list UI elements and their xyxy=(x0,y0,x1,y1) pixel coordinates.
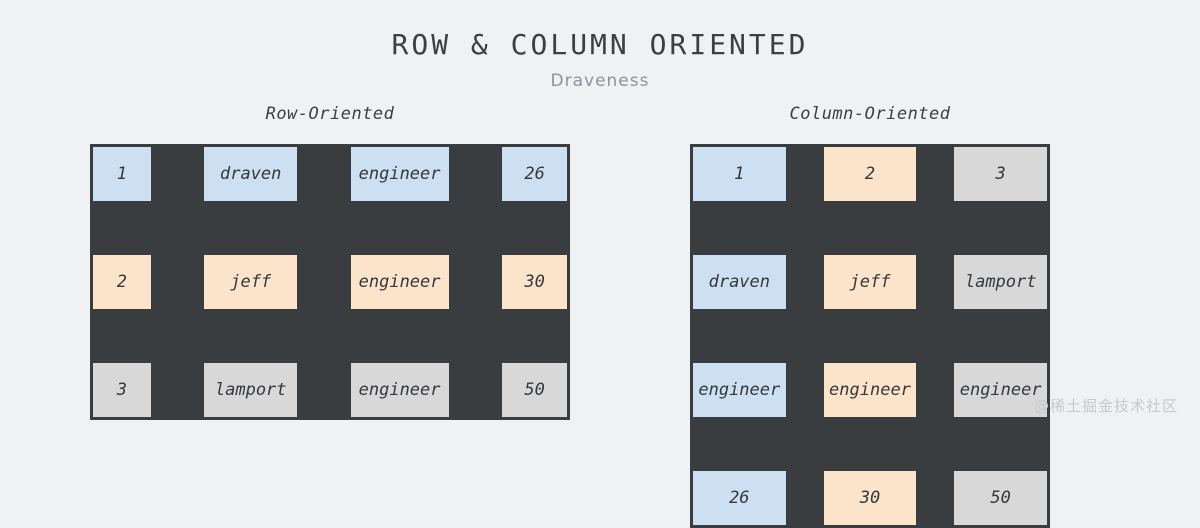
table-cell: jeff xyxy=(204,255,297,309)
cell-divider xyxy=(448,363,503,419)
table-cell: 50 xyxy=(502,363,569,419)
cell-divider xyxy=(150,255,205,309)
row-divider-cell xyxy=(91,309,151,363)
table-cell: 3 xyxy=(954,145,1049,201)
row-divider-cell xyxy=(448,201,503,255)
cell-divider xyxy=(150,363,205,419)
row-divider-cell xyxy=(954,309,1049,363)
row-divider-cell xyxy=(150,201,205,255)
row-divider-cell xyxy=(296,309,351,363)
watermark: @稀土掘金技术社区 xyxy=(1033,397,1178,415)
row-divider-cell xyxy=(691,417,786,471)
table-row: engineer engineer engineer xyxy=(691,363,1049,417)
cell-divider xyxy=(448,145,503,201)
row-oriented-table-body: 1 draven engineer 26 2 jeff engineer xyxy=(91,145,569,419)
table-cell: jeff xyxy=(823,255,917,309)
table-cell: 26 xyxy=(691,471,786,527)
table-cell: engineer xyxy=(350,363,449,419)
row-divider-cell xyxy=(823,417,917,471)
cell-divider xyxy=(785,363,824,417)
table-cell: engineer xyxy=(954,363,1049,417)
table-cell: engineer xyxy=(350,145,449,201)
row-divider-cell xyxy=(916,417,955,471)
row-divider-cell xyxy=(916,309,955,363)
table-cell: 3 xyxy=(91,363,151,419)
row-divider-cell xyxy=(823,201,917,255)
table-row: 3 lamport engineer 50 xyxy=(91,363,569,419)
cell-divider xyxy=(785,471,824,527)
cell-divider xyxy=(916,471,955,527)
table-cell: draven xyxy=(204,145,297,201)
table-row: 1 draven engineer 26 xyxy=(91,145,569,201)
row-divider xyxy=(91,309,569,363)
row-oriented-label: Row-Oriented xyxy=(265,104,395,124)
table-cell: 2 xyxy=(823,145,917,201)
row-divider xyxy=(691,201,1049,255)
table-cell: engineer xyxy=(691,363,786,417)
row-divider-cell xyxy=(204,309,297,363)
row-divider-cell xyxy=(785,417,824,471)
row-divider-cell xyxy=(350,309,449,363)
table-cell: 2 xyxy=(91,255,151,309)
row-divider-cell xyxy=(296,201,351,255)
cell-divider xyxy=(296,145,351,201)
row-divider-cell xyxy=(350,201,449,255)
row-divider-cell xyxy=(916,201,955,255)
row-divider-cell xyxy=(91,201,151,255)
cell-divider xyxy=(785,145,824,201)
page-title: ROW & COLUMN ORIENTED xyxy=(391,28,809,61)
cell-divider xyxy=(785,255,824,309)
table-cell: 30 xyxy=(502,255,569,309)
row-divider-cell xyxy=(954,201,1049,255)
table-cell: 50 xyxy=(954,471,1049,527)
row-divider-cell xyxy=(204,201,297,255)
row-divider-cell xyxy=(502,309,569,363)
table-cell: engineer xyxy=(350,255,449,309)
table-cell: 26 xyxy=(502,145,569,201)
row-divider-cell xyxy=(785,309,824,363)
row-divider-cell xyxy=(502,201,569,255)
row-divider-cell xyxy=(691,309,786,363)
row-divider xyxy=(691,417,1049,471)
cell-divider xyxy=(916,145,955,201)
table-row: 26 30 50 xyxy=(691,471,1049,527)
table-cell: engineer xyxy=(823,363,917,417)
row-divider-cell xyxy=(785,201,824,255)
row-divider-cell xyxy=(150,309,205,363)
table-cell: 1 xyxy=(91,145,151,201)
row-divider-cell xyxy=(954,417,1049,471)
row-divider xyxy=(91,201,569,255)
row-divider-cell xyxy=(823,309,917,363)
cell-divider xyxy=(296,255,351,309)
cell-divider xyxy=(916,255,955,309)
row-divider-cell xyxy=(691,201,786,255)
column-oriented-table-body: 1 2 3 draven jeff lamport xyxy=(691,145,1049,527)
column-oriented-table: 1 2 3 draven jeff lamport xyxy=(690,144,1050,528)
page-subtitle: Draveness xyxy=(550,71,650,91)
table-cell: lamport xyxy=(204,363,297,419)
cell-divider xyxy=(448,255,503,309)
row-divider-cell xyxy=(448,309,503,363)
cell-divider xyxy=(150,145,205,201)
table-row: 2 jeff engineer 30 xyxy=(91,255,569,309)
table-row: draven jeff lamport xyxy=(691,255,1049,309)
table-cell: 1 xyxy=(691,145,786,201)
cell-divider xyxy=(296,363,351,419)
column-oriented-label: Column-Oriented xyxy=(789,104,951,124)
table-cell: lamport xyxy=(954,255,1049,309)
cell-divider xyxy=(916,363,955,417)
row-oriented-table: 1 draven engineer 26 2 jeff engineer xyxy=(90,144,570,420)
table-row: 1 2 3 xyxy=(691,145,1049,201)
table-cell: draven xyxy=(691,255,786,309)
table-cell: 30 xyxy=(823,471,917,527)
row-divider xyxy=(691,309,1049,363)
